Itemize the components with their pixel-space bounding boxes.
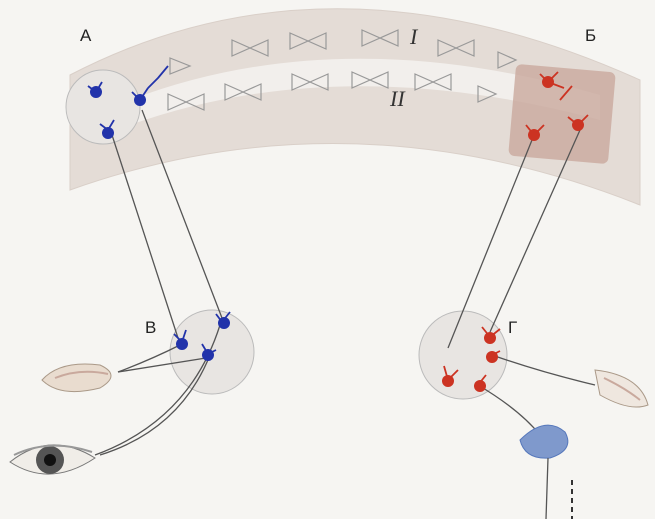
label-b: Б <box>585 26 596 46</box>
eye-icon <box>10 445 95 474</box>
label-layer-1: I <box>410 24 417 50</box>
label-v: В <box>145 318 156 338</box>
ear-icon <box>595 370 648 407</box>
label-layer-2: II <box>390 86 405 112</box>
receptor-cell-icon <box>520 425 572 519</box>
skin-receptor-icon <box>42 364 111 392</box>
cortex-right-block <box>508 64 616 164</box>
label-g: Г <box>508 318 517 338</box>
label-a: А <box>80 26 91 46</box>
